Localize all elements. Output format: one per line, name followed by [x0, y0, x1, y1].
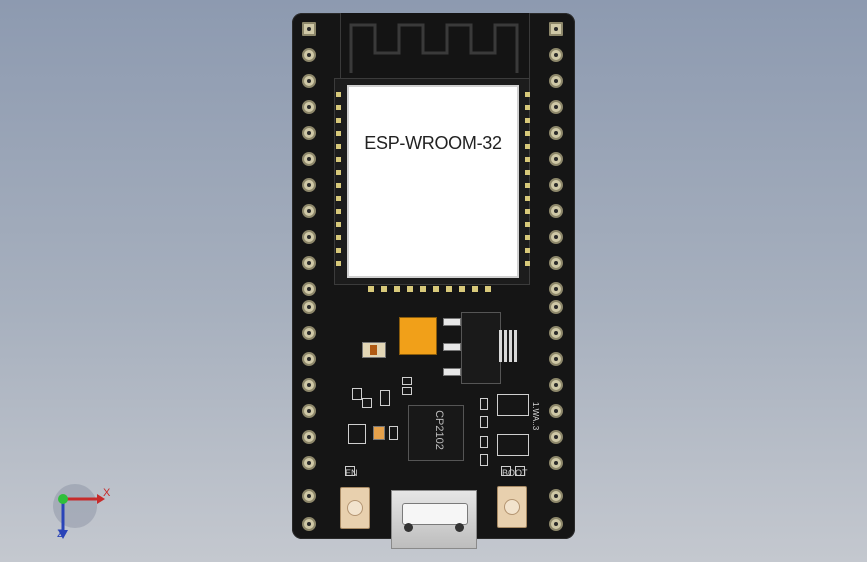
header-pin [302, 178, 316, 192]
usb-mount-hole [404, 523, 413, 532]
header-pin [549, 100, 563, 114]
voltage-regulator[interactable] [461, 312, 501, 384]
header-pin [549, 282, 563, 296]
header-pin [302, 404, 316, 418]
header-pin [549, 152, 563, 166]
usb-port-opening [402, 503, 468, 525]
header-pin [549, 456, 563, 470]
header-pin [302, 352, 316, 366]
header-pin [302, 22, 316, 36]
silkscreen-text: 1.WA..3 [531, 402, 540, 431]
header-pin [549, 489, 563, 503]
header-pin [302, 430, 316, 444]
header-pin [302, 126, 316, 140]
power-led[interactable] [362, 342, 386, 358]
header-pin [549, 178, 563, 192]
esp-wroom-32-shield[interactable]: ESP-WROOM-32 [347, 85, 519, 278]
header-pin [302, 152, 316, 166]
header-pin [302, 378, 316, 392]
header-pin [302, 230, 316, 244]
pcb-antenna-area [340, 13, 530, 85]
header-pin [549, 378, 563, 392]
header-pin [549, 352, 563, 366]
header-pin [302, 48, 316, 62]
antenna-trace-icon [349, 23, 519, 73]
header-pin [549, 126, 563, 140]
header-pin [549, 326, 563, 340]
header-pin [302, 282, 316, 296]
header-pin [302, 326, 316, 340]
en-button-label: EN [345, 468, 358, 478]
header-pin [302, 489, 316, 503]
header-pin [549, 74, 563, 88]
axis-triad[interactable]: X Z [45, 482, 125, 552]
header-pin [302, 204, 316, 218]
chip-label: CP2102 [432, 410, 445, 450]
en-button[interactable] [340, 487, 370, 529]
usb-mount-hole [455, 523, 464, 532]
boot-button-label: BOOT [502, 468, 528, 478]
header-pin [302, 517, 316, 531]
header-pin [549, 430, 563, 444]
header-pin [549, 22, 563, 36]
header-pin [549, 230, 563, 244]
x-axis-label: X [103, 487, 111, 499]
regulator-tab [499, 330, 519, 362]
header-pin [302, 74, 316, 88]
tantalum-capacitor[interactable] [399, 317, 437, 355]
header-pin [549, 256, 563, 270]
header-pin [302, 300, 316, 314]
usb-uart-bridge-chip[interactable]: CP2102 [408, 405, 464, 461]
header-pin [549, 404, 563, 418]
header-pin [549, 300, 563, 314]
axis-triad-icon [53, 484, 105, 539]
micro-usb-connector[interactable] [391, 490, 477, 549]
module-label: ESP-WROOM-32 [364, 133, 502, 153]
z-axis-label: Z [57, 528, 64, 540]
header-pin [302, 456, 316, 470]
header-pin [302, 256, 316, 270]
header-pin [302, 100, 316, 114]
header-pin [549, 517, 563, 531]
header-pin [549, 48, 563, 62]
boot-button[interactable] [497, 486, 527, 528]
header-pin [549, 204, 563, 218]
